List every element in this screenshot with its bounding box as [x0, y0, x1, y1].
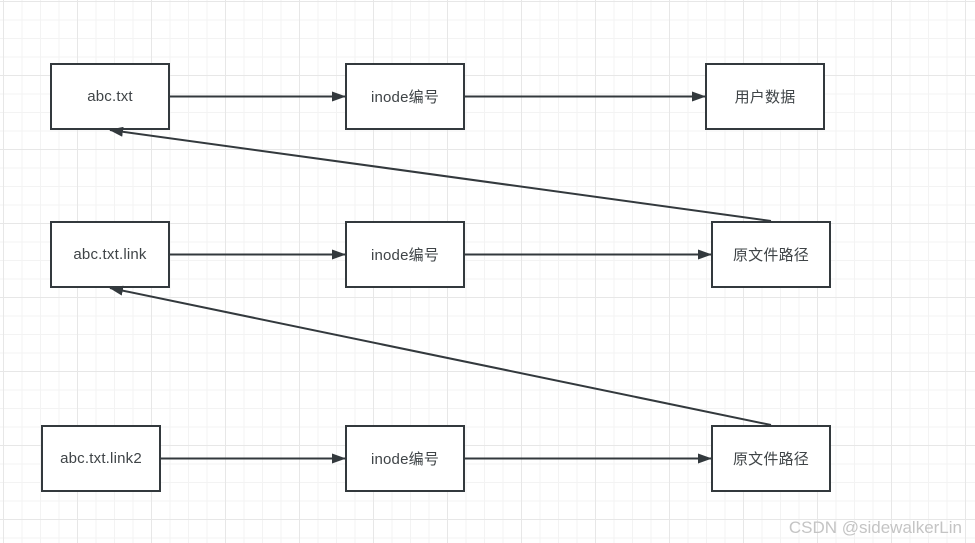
- node-label: abc.txt.link: [73, 246, 147, 263]
- node-user-data: 用户数据: [705, 63, 825, 130]
- node-label: abc.txt: [87, 88, 133, 105]
- node-label: inode编号: [370, 89, 440, 106]
- node-abc-txt-link: abc.txt.link: [50, 221, 170, 288]
- node-inode-1: inode编号: [345, 63, 465, 130]
- node-orig-path-2: 原文件路径: [711, 425, 831, 492]
- node-abc-txt: abc.txt: [50, 63, 170, 130]
- node-label: inode编号: [370, 451, 440, 468]
- node-label: 原文件路径: [732, 247, 809, 264]
- node-label: 用户数据: [734, 89, 796, 106]
- csdn-watermark: CSDN @sidewalkerLin: [788, 518, 962, 537]
- node-abc-txt-link2: abc.txt.link2: [41, 425, 161, 492]
- node-orig-path-1: 原文件路径: [711, 221, 831, 288]
- node-label: abc.txt.link2: [60, 450, 142, 467]
- node-label: 原文件路径: [732, 451, 809, 468]
- node-inode-3: inode编号: [345, 425, 465, 492]
- node-inode-2: inode编号: [345, 221, 465, 288]
- node-label: inode编号: [370, 247, 440, 264]
